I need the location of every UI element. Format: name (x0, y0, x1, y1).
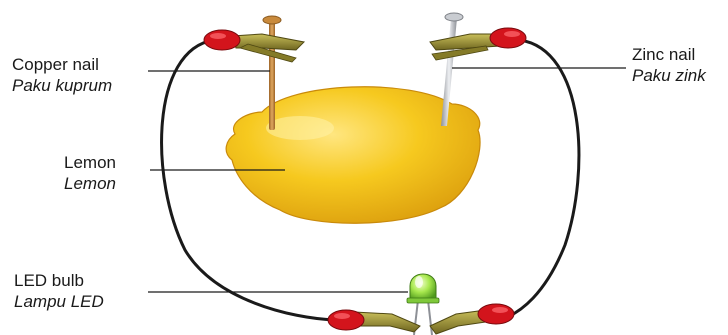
label-lemon: Lemon Lemon (64, 152, 116, 194)
wire-right (505, 40, 579, 318)
clip-led-left (328, 310, 420, 332)
lemon (226, 87, 480, 224)
label-led-ms: Lampu LED (14, 291, 104, 312)
label-zinc-nail: Zinc nail Paku zink (632, 44, 706, 86)
clip-copper (204, 30, 304, 62)
label-copper-en: Copper nail (12, 54, 112, 75)
label-copper-ms: Paku kuprum (12, 75, 112, 96)
label-copper-nail: Copper nail Paku kuprum (12, 54, 112, 96)
label-lemon-ms: Lemon (64, 173, 116, 194)
clip-led-right (430, 304, 514, 334)
label-lemon-en: Lemon (64, 152, 116, 173)
clip-zinc (430, 28, 526, 60)
label-led-bulb: LED bulb Lampu LED (14, 270, 104, 312)
label-zinc-en: Zinc nail (632, 44, 706, 65)
label-led-en: LED bulb (14, 270, 104, 291)
label-zinc-ms: Paku zink (632, 65, 706, 86)
